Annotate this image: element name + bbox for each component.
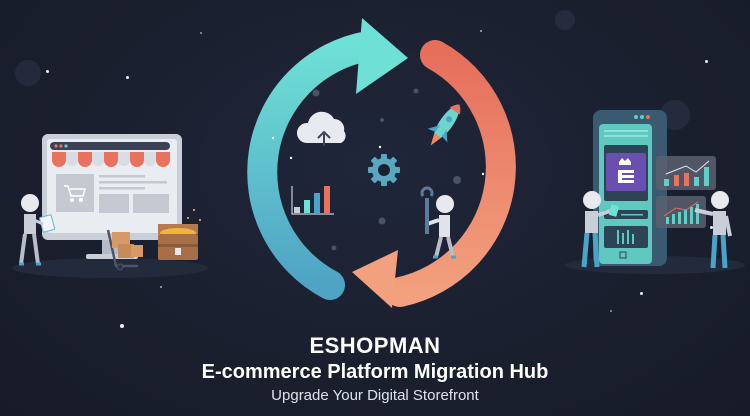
star bbox=[200, 32, 202, 34]
treasure-chest bbox=[158, 209, 201, 260]
teal-arrow-arc bbox=[247, 31, 383, 300]
bar-chart-icon bbox=[291, 186, 334, 215]
legacy-storefront-illustration bbox=[12, 134, 208, 278]
analytics-panel bbox=[656, 156, 716, 190]
teal-arrow-head bbox=[356, 18, 408, 94]
person-with-wrench bbox=[420, 186, 456, 259]
star bbox=[480, 30, 482, 32]
page-headline: E-commerce Platform Migration Hub bbox=[201, 361, 549, 383]
cloud-upload-icon bbox=[296, 111, 346, 146]
migration-cycle-illustration bbox=[247, 18, 516, 308]
bokeh-dot bbox=[15, 60, 41, 86]
star bbox=[126, 76, 129, 79]
star bbox=[705, 60, 708, 63]
shopping-cart-icon bbox=[64, 185, 86, 203]
star bbox=[120, 324, 124, 328]
coral-arrow-arc bbox=[385, 40, 516, 307]
page-tagline: Upgrade Your Digital Storefront bbox=[271, 387, 479, 404]
star bbox=[160, 286, 162, 288]
rocket-icon bbox=[427, 104, 461, 146]
hero-title-block: ESHOPMAN E-commerce Platform Migration H… bbox=[0, 333, 750, 406]
growth-chart-panel bbox=[656, 196, 706, 228]
bokeh-dot bbox=[555, 10, 575, 30]
brand-name: ESHOPMAN bbox=[309, 333, 441, 358]
hand-truck-with-boxes bbox=[106, 229, 143, 271]
star bbox=[640, 292, 643, 295]
star bbox=[610, 310, 612, 312]
person-with-clipboard bbox=[19, 194, 56, 266]
person-pointing bbox=[694, 191, 732, 269]
star bbox=[710, 226, 713, 229]
coral-arrow-head bbox=[352, 250, 398, 308]
storefront-awning bbox=[52, 152, 170, 167]
modern-mobile-store-illustration bbox=[565, 110, 745, 274]
gear-icon bbox=[368, 154, 400, 186]
person-with-tablet bbox=[581, 191, 619, 268]
star bbox=[46, 70, 49, 73]
